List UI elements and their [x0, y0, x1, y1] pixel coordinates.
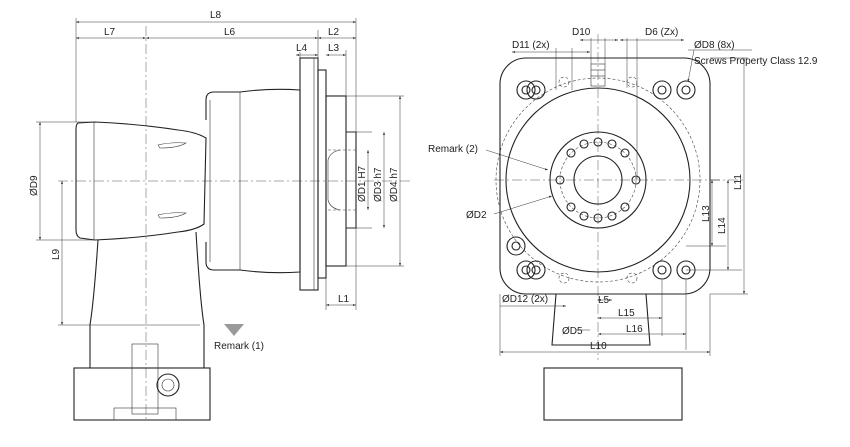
- dim-l5-label: L5: [598, 295, 610, 306]
- leader-d2: [493, 195, 553, 215]
- screws-note: Screws Property Class 12.9: [694, 56, 818, 67]
- d11-hole-icon: [558, 76, 570, 88]
- mounting-hole-icon: [526, 80, 546, 100]
- mounting-hole-icon: [652, 80, 672, 100]
- dim-d9-label: ØD9: [29, 175, 40, 196]
- bolt-hole-icon: [607, 139, 617, 149]
- coupling-base: [113, 407, 177, 421]
- remark-1-label: Remark (1): [214, 341, 264, 352]
- dim-l15-label: L15: [618, 308, 635, 319]
- dim-l3-label: L3: [328, 43, 340, 54]
- dim-d4-label: ØD4 h7: [389, 167, 400, 202]
- output-bolt-circle: [559, 141, 637, 219]
- mounting-holes: [506, 80, 696, 280]
- mounting-hole-icon: [652, 260, 672, 280]
- dim-d11-label: D11 (2x): [512, 40, 550, 51]
- dim-l7-label: L7: [104, 27, 116, 38]
- dim-l2-label: L2: [328, 27, 340, 38]
- flange-pilot: [325, 95, 347, 267]
- mounting-hole-icon: [506, 236, 526, 256]
- leader-remark-2: [485, 149, 549, 171]
- dim-l11-label: L11: [733, 174, 744, 190]
- dim-l13-label: L13: [701, 205, 712, 222]
- bolt-hole-icon: [593, 137, 603, 147]
- bolt-hole-icon: [566, 148, 576, 158]
- mounting-hole-core: [681, 85, 691, 95]
- input-vertical-body: [89, 231, 205, 369]
- mounting-hole-core: [521, 265, 531, 275]
- mounting-hole-icon: [676, 80, 696, 100]
- input-housing: [75, 121, 207, 241]
- coupling-hidden: [131, 343, 159, 415]
- output-bolt-holes: [555, 137, 641, 223]
- dim-d10-label: D10: [572, 27, 591, 38]
- clamp-screw-hex: [161, 378, 175, 392]
- pilot-circle: [505, 87, 691, 273]
- bolt-hole-icon: [579, 139, 589, 149]
- clamp-screw-icon: [156, 373, 180, 397]
- dim-l8-label: L8: [210, 10, 222, 21]
- bolt-hole-icon: [566, 202, 576, 212]
- front-motor-adapter: [543, 367, 683, 421]
- bolt-hole-icon: [607, 211, 617, 221]
- motor-adapter: [73, 367, 211, 421]
- mounting-hole-icon: [516, 80, 536, 100]
- dim-d2-label: ØD2: [466, 210, 487, 221]
- remark-1-triangle-icon: [224, 324, 244, 336]
- dim-d6-label: D6 (Zx): [645, 27, 678, 38]
- mounting-hole-core: [521, 85, 531, 95]
- dim-d1-label: ØD1 H7: [357, 165, 368, 202]
- housing-slot-top: [157, 142, 187, 149]
- dim-l9-label: L9: [51, 248, 62, 260]
- mounting-hole-core: [657, 85, 667, 95]
- front-stem: [551, 293, 651, 346]
- dim-l1-label: L1: [338, 294, 350, 305]
- output-flange: [299, 57, 319, 291]
- mounting-hole-core: [531, 85, 541, 95]
- bolt-hole-icon: [555, 175, 565, 185]
- dim-l10-label: L10: [590, 341, 607, 352]
- d11-hole-icon: [626, 76, 638, 88]
- flange-bolt-circle: [495, 77, 701, 283]
- center-bore: [573, 155, 623, 205]
- threaded-boss: [590, 63, 606, 87]
- mounting-hole-icon: [526, 260, 546, 280]
- d12-hole-icon: [558, 272, 570, 284]
- side-view: Remark (1) L8 L7 L6 L2 L4 L3 L1 ØD1 H7 Ø…: [29, 10, 410, 421]
- leader-d8: [687, 49, 695, 83]
- dim-l14-label: L14: [717, 217, 728, 234]
- dim-l6-label: L6: [224, 27, 236, 38]
- output-bore: [346, 131, 357, 229]
- mounting-hole-core: [511, 241, 521, 251]
- dim-d12-label: ØD12 (2x): [502, 294, 548, 305]
- remark-2-label: Remark (2): [428, 144, 478, 155]
- bore-recess: [327, 149, 341, 211]
- bolt-hole-icon: [579, 211, 589, 221]
- mounting-hole-core: [531, 265, 541, 275]
- bolt-hole-icon: [631, 175, 641, 185]
- mounting-hole-icon: [516, 260, 536, 280]
- d12-hole-icon: [626, 272, 638, 284]
- mounting-hole-core: [657, 265, 667, 275]
- dim-d5-label: ØD5: [562, 326, 583, 337]
- dim-d3-label: ØD3 h7: [373, 167, 384, 202]
- bolt-hole-icon: [620, 148, 630, 158]
- output-face-circle: [549, 131, 647, 229]
- bolt-hole-icon: [620, 202, 630, 212]
- dim-l4-label: L4: [296, 43, 308, 54]
- dim-d8-label: ØD8 (8x): [694, 40, 735, 51]
- bolt-hole-icon: [593, 213, 603, 223]
- dim-l16-label: L16: [626, 324, 643, 335]
- housing-slot-bottom: [157, 212, 187, 219]
- square-flange: [499, 57, 711, 295]
- front-view: D10 D11 (2x) D6 (Zx) ØD8 (8x) Screws Pro…: [428, 27, 818, 421]
- flange-step: [317, 69, 327, 279]
